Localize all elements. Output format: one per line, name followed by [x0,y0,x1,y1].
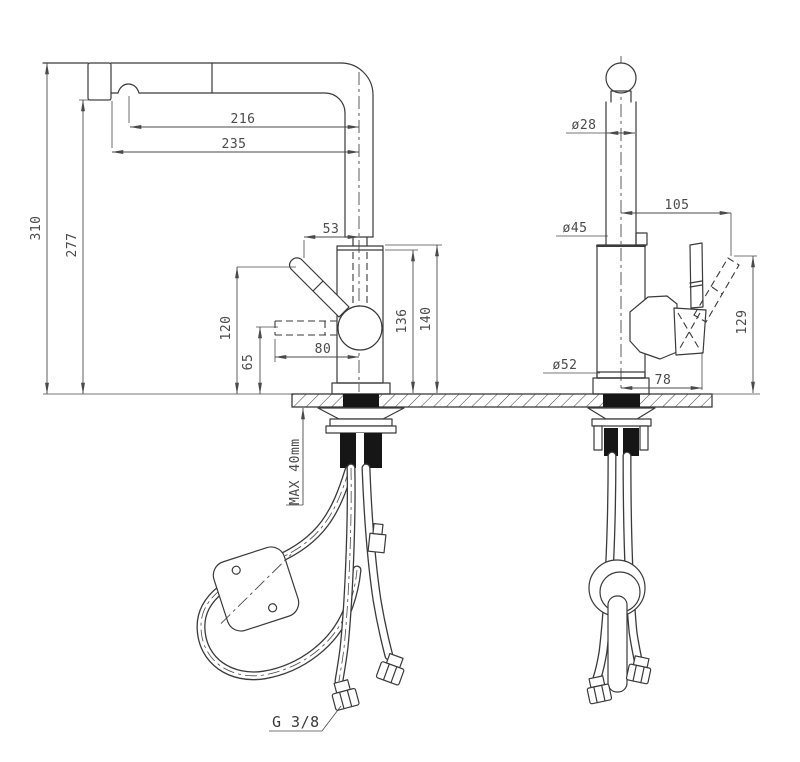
hose-clip [367,522,387,554]
dimensions-front-view: ø28 105 ø45 ø52 78 129 [543,118,757,394]
hose-weight-plate [212,546,300,632]
max-counter-thickness-label: MAX 40mm [288,438,303,505]
handle-base-wedge [673,307,707,356]
dim-connector-top-height-label: 140 [419,307,434,332]
spray-head-front [605,62,637,94]
spray-button-bump [117,83,140,94]
washer-front [591,418,652,427]
deck-shank-front [603,394,640,407]
washer-upper-side [329,418,393,427]
dim-spout-reach-total-label: 235 [222,137,247,152]
dim-alt-handle-reach-label: 80 [315,342,332,357]
handle-alt-position-dashed [274,320,341,336]
dim-handle-tip-height-label: 120 [219,316,234,341]
spread-flange-side [317,407,405,420]
lever-handle-side [288,257,350,318]
washer-lower-side [325,425,397,434]
dim-front-handle-height-label: 129 [735,310,750,335]
supply-hose-left [334,463,356,686]
spout-outer-bend [340,62,374,96]
dim-overall-height-label: 310 [29,216,44,241]
ball-joint [337,305,383,351]
deck-shank-side [343,394,379,407]
mounting-nut-front-slot [618,428,623,456]
spray-head-face-cap [87,62,112,101]
dim-base-offset-label: 78 [655,373,672,388]
lever-handle-front-vertical [689,242,704,309]
supply-hose-right [361,463,394,661]
dim-base-diameter-label: ø52 [553,358,578,373]
stud-tab-left [593,425,603,451]
spread-flange-front [587,407,656,420]
front-hose-nut-right [625,655,652,685]
dim-handle-offset-label: 53 [323,222,340,237]
base-plate-side [331,382,391,395]
spray-neck-front [610,90,632,103]
mounting-nut-slot [356,433,364,468]
pullout-hose-end-front [607,595,628,693]
dim-alt-handle-height-label: 65 [241,354,256,371]
front-hose-nut-left [586,675,613,705]
side-view-undercounter [196,394,405,711]
stud-tab-right [639,425,649,451]
thread-size-label: G 3/8 [272,713,320,731]
dim-spout-diameter-label: ø28 [572,118,597,133]
dimensions-side-view: 216 235 310 277 53 120 65 80 136 1 [29,62,442,732]
dim-handle-reach-label: 105 [665,198,690,213]
dim-spout-reach-button-label: 216 [231,112,256,127]
dim-spray-face-height-label: 277 [65,233,80,258]
front-view-faucet [592,56,740,395]
front-view-undercounter [586,394,656,705]
front-hose-right [622,451,643,665]
cartridge-hub-front [629,295,678,360]
spout-holder-step [635,232,648,246]
dim-body-top-height-label: 136 [395,309,410,334]
spout-inner-bend [211,92,346,114]
countertop [43,393,760,408]
lever-handle-front-tilted-dashed [693,257,740,323]
hose-nut-g38-left [331,679,360,711]
thread-leader-line [269,705,342,732]
hose-nut-g38-right [375,652,405,686]
weight-screw-hole-top [231,565,241,575]
front-hose-left [592,451,617,683]
dim-body-diameter-label: ø45 [563,221,588,236]
weight-screw-hole-bottom [268,603,278,613]
